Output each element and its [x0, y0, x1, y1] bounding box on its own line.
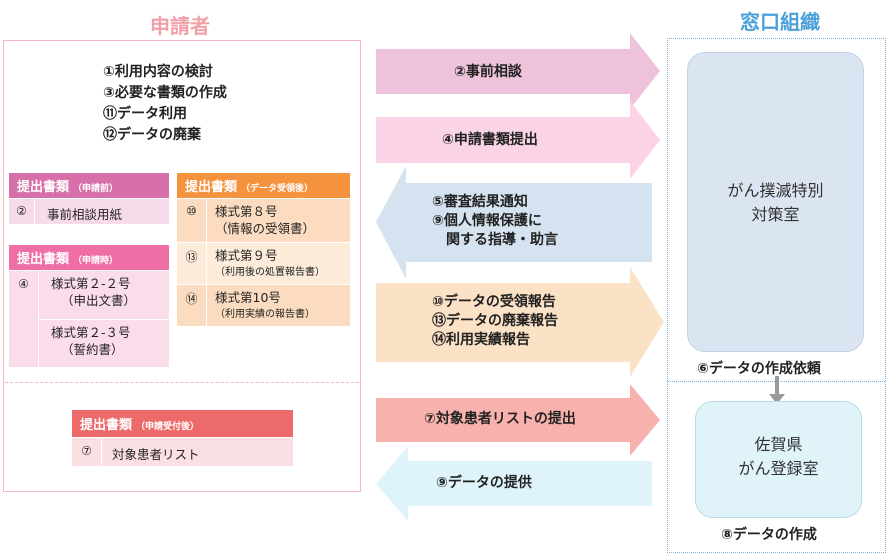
row-number: ⑦ — [72, 438, 102, 466]
box-subtitle: （申請受付後） — [136, 422, 200, 432]
step-line: ⑫データの廃棄 — [103, 127, 201, 143]
documents-after-receipt: 提出書類（データ受領後） ⑩ 様式第８号 （情報の受領書） ⑬ 様式第９号 （利… — [177, 173, 350, 326]
applicant-divider — [5, 382, 359, 383]
box-subtitle: （申請前） — [73, 184, 119, 194]
arrow-label: ⑨データの提供 — [436, 475, 532, 491]
arrow-label: ⑤審査結果通知 ⑨個人情報保護に 関する指導・助言 — [432, 193, 558, 250]
box-header: 提出書類（申請前） — [9, 173, 169, 198]
step-line: ①利用内容の検討 — [103, 64, 213, 80]
document-row: ⑦ 対象患者リスト — [72, 437, 293, 466]
form-name: 様式第８号 — [215, 204, 278, 219]
arrow-label: ⑩データの受領報告 ⑬データの廃棄報告 ⑭利用実績報告 — [432, 293, 558, 350]
form-name: 様式第２-３号 — [51, 324, 131, 340]
document-rows: ④ 様式第２-２号 （申出文書） 様式第２-３号 （誓約書） — [9, 270, 169, 367]
document-row: ⑬ 様式第９号 （利用後の処置報告書） — [177, 242, 350, 284]
row-number: ⑭ — [177, 285, 207, 326]
box-title: 提出書類 — [80, 418, 133, 433]
arrow-patient-list — [376, 384, 660, 456]
office-name-line: 対策室 — [751, 205, 800, 224]
arrow-label: ②事前相談 — [454, 64, 522, 80]
box-title: 提出書類 — [17, 252, 70, 267]
form-description: （申出文書） — [61, 293, 137, 308]
cancer-control-office: がん撲滅特別 対策室 — [687, 52, 864, 352]
row-number: ⑩ — [177, 199, 207, 242]
office-header: 窓口組織 — [740, 10, 820, 34]
arrow-label-line: ⑬データの廃棄報告 — [432, 313, 558, 329]
down-arrow-icon — [769, 376, 785, 404]
document-row: ⑭ 様式第10号 （利用実績の報告書） — [177, 284, 350, 326]
arrow-application-submit — [376, 101, 660, 179]
document-item: 様式第２-２号 （申出文書） — [39, 271, 169, 319]
form-description: （利用後の処置報告書） — [215, 267, 325, 278]
box-subtitle: （申請時） — [73, 256, 119, 266]
box-header: 提出書類（申請受付後） — [72, 410, 293, 437]
applicant-header: 申請者 — [150, 14, 210, 38]
applicant-panel — [3, 40, 361, 492]
box-header: 提出書類（申請時） — [9, 245, 169, 270]
row-number: ⑬ — [177, 243, 207, 284]
box-subtitle: （データ受領後） — [241, 184, 314, 194]
arrow-label-line: ⑭利用実績報告 — [432, 332, 530, 348]
office-name-line: 佐賀県 — [754, 435, 803, 454]
document-row: ② 事前相談用紙 — [9, 198, 169, 224]
step-line: ⑪データ利用 — [103, 106, 187, 122]
arrow-data-provision — [376, 446, 652, 521]
arrow-label-line: ⑩データの受領報告 — [432, 294, 556, 310]
cancer-registry-office: 佐賀県 がん登録室 — [695, 401, 862, 518]
applicant-steps: ①利用内容の検討 ③必要な書類の作成 ⑪データ利用 ⑫データの廃棄 — [103, 62, 227, 146]
row-text: 対象患者リスト — [112, 447, 200, 462]
office-name-line: がん登録室 — [738, 459, 819, 478]
documents-pre-application: 提出書類（申請前） ② 事前相談用紙 — [9, 173, 169, 224]
form-description: （情報の受領書） — [215, 221, 316, 236]
row-text: 事前相談用紙 — [47, 207, 123, 222]
box-header: 提出書類（データ受領後） — [177, 173, 350, 198]
box-title: 提出書類 — [17, 180, 70, 195]
arrow-review-result — [376, 166, 652, 279]
form-name: 様式第２-２号 — [51, 276, 131, 291]
document-item: 様式第２-３号 （誓約書） — [39, 318, 169, 367]
office-name-line: がん撲滅特別 — [727, 181, 824, 200]
creation-caption: ⑧データの作成 — [721, 527, 817, 543]
office-panel — [667, 38, 886, 553]
document-item: 様式第８号 （情報の受領書） — [207, 199, 315, 242]
document-item: 様式第10号 （利用実績の報告書） — [207, 285, 315, 326]
form-description: （利用実績の報告書） — [215, 309, 315, 320]
row-number: ④ — [9, 271, 39, 367]
documents-application: 提出書類（申請時） ④ 様式第２-２号 （申出文書） 様式第２-３号 （誓約書） — [9, 245, 169, 367]
form-name: 様式第９号 — [215, 248, 278, 263]
form-name: 様式第10号 — [215, 290, 281, 305]
form-description: （誓約書） — [61, 341, 124, 357]
arrow-label: ④申請書類提出 — [442, 132, 538, 148]
arrow-data-reports — [376, 267, 664, 377]
arrow-label-line: ⑤審査結果通知 — [432, 194, 528, 210]
documents-after-acceptance: 提出書類（申請受付後） ⑦ 対象患者リスト — [72, 410, 293, 466]
arrow-label: ⑦対象患者リストの提出 — [424, 411, 576, 427]
arrow-consultation — [376, 33, 660, 109]
document-row: ⑩ 様式第８号 （情報の受領書） — [177, 198, 350, 242]
row-number: ② — [9, 199, 35, 224]
step-line: ③必要な書類の作成 — [103, 85, 227, 101]
box-title: 提出書類 — [185, 180, 238, 195]
arrow-label-line: ⑨個人情報保護に — [432, 213, 542, 229]
document-item: 様式第９号 （利用後の処置報告書） — [207, 243, 325, 284]
request-caption: ⑥データの作成依頼 — [697, 361, 821, 377]
arrow-label-line: 関する指導・助言 — [432, 232, 558, 248]
